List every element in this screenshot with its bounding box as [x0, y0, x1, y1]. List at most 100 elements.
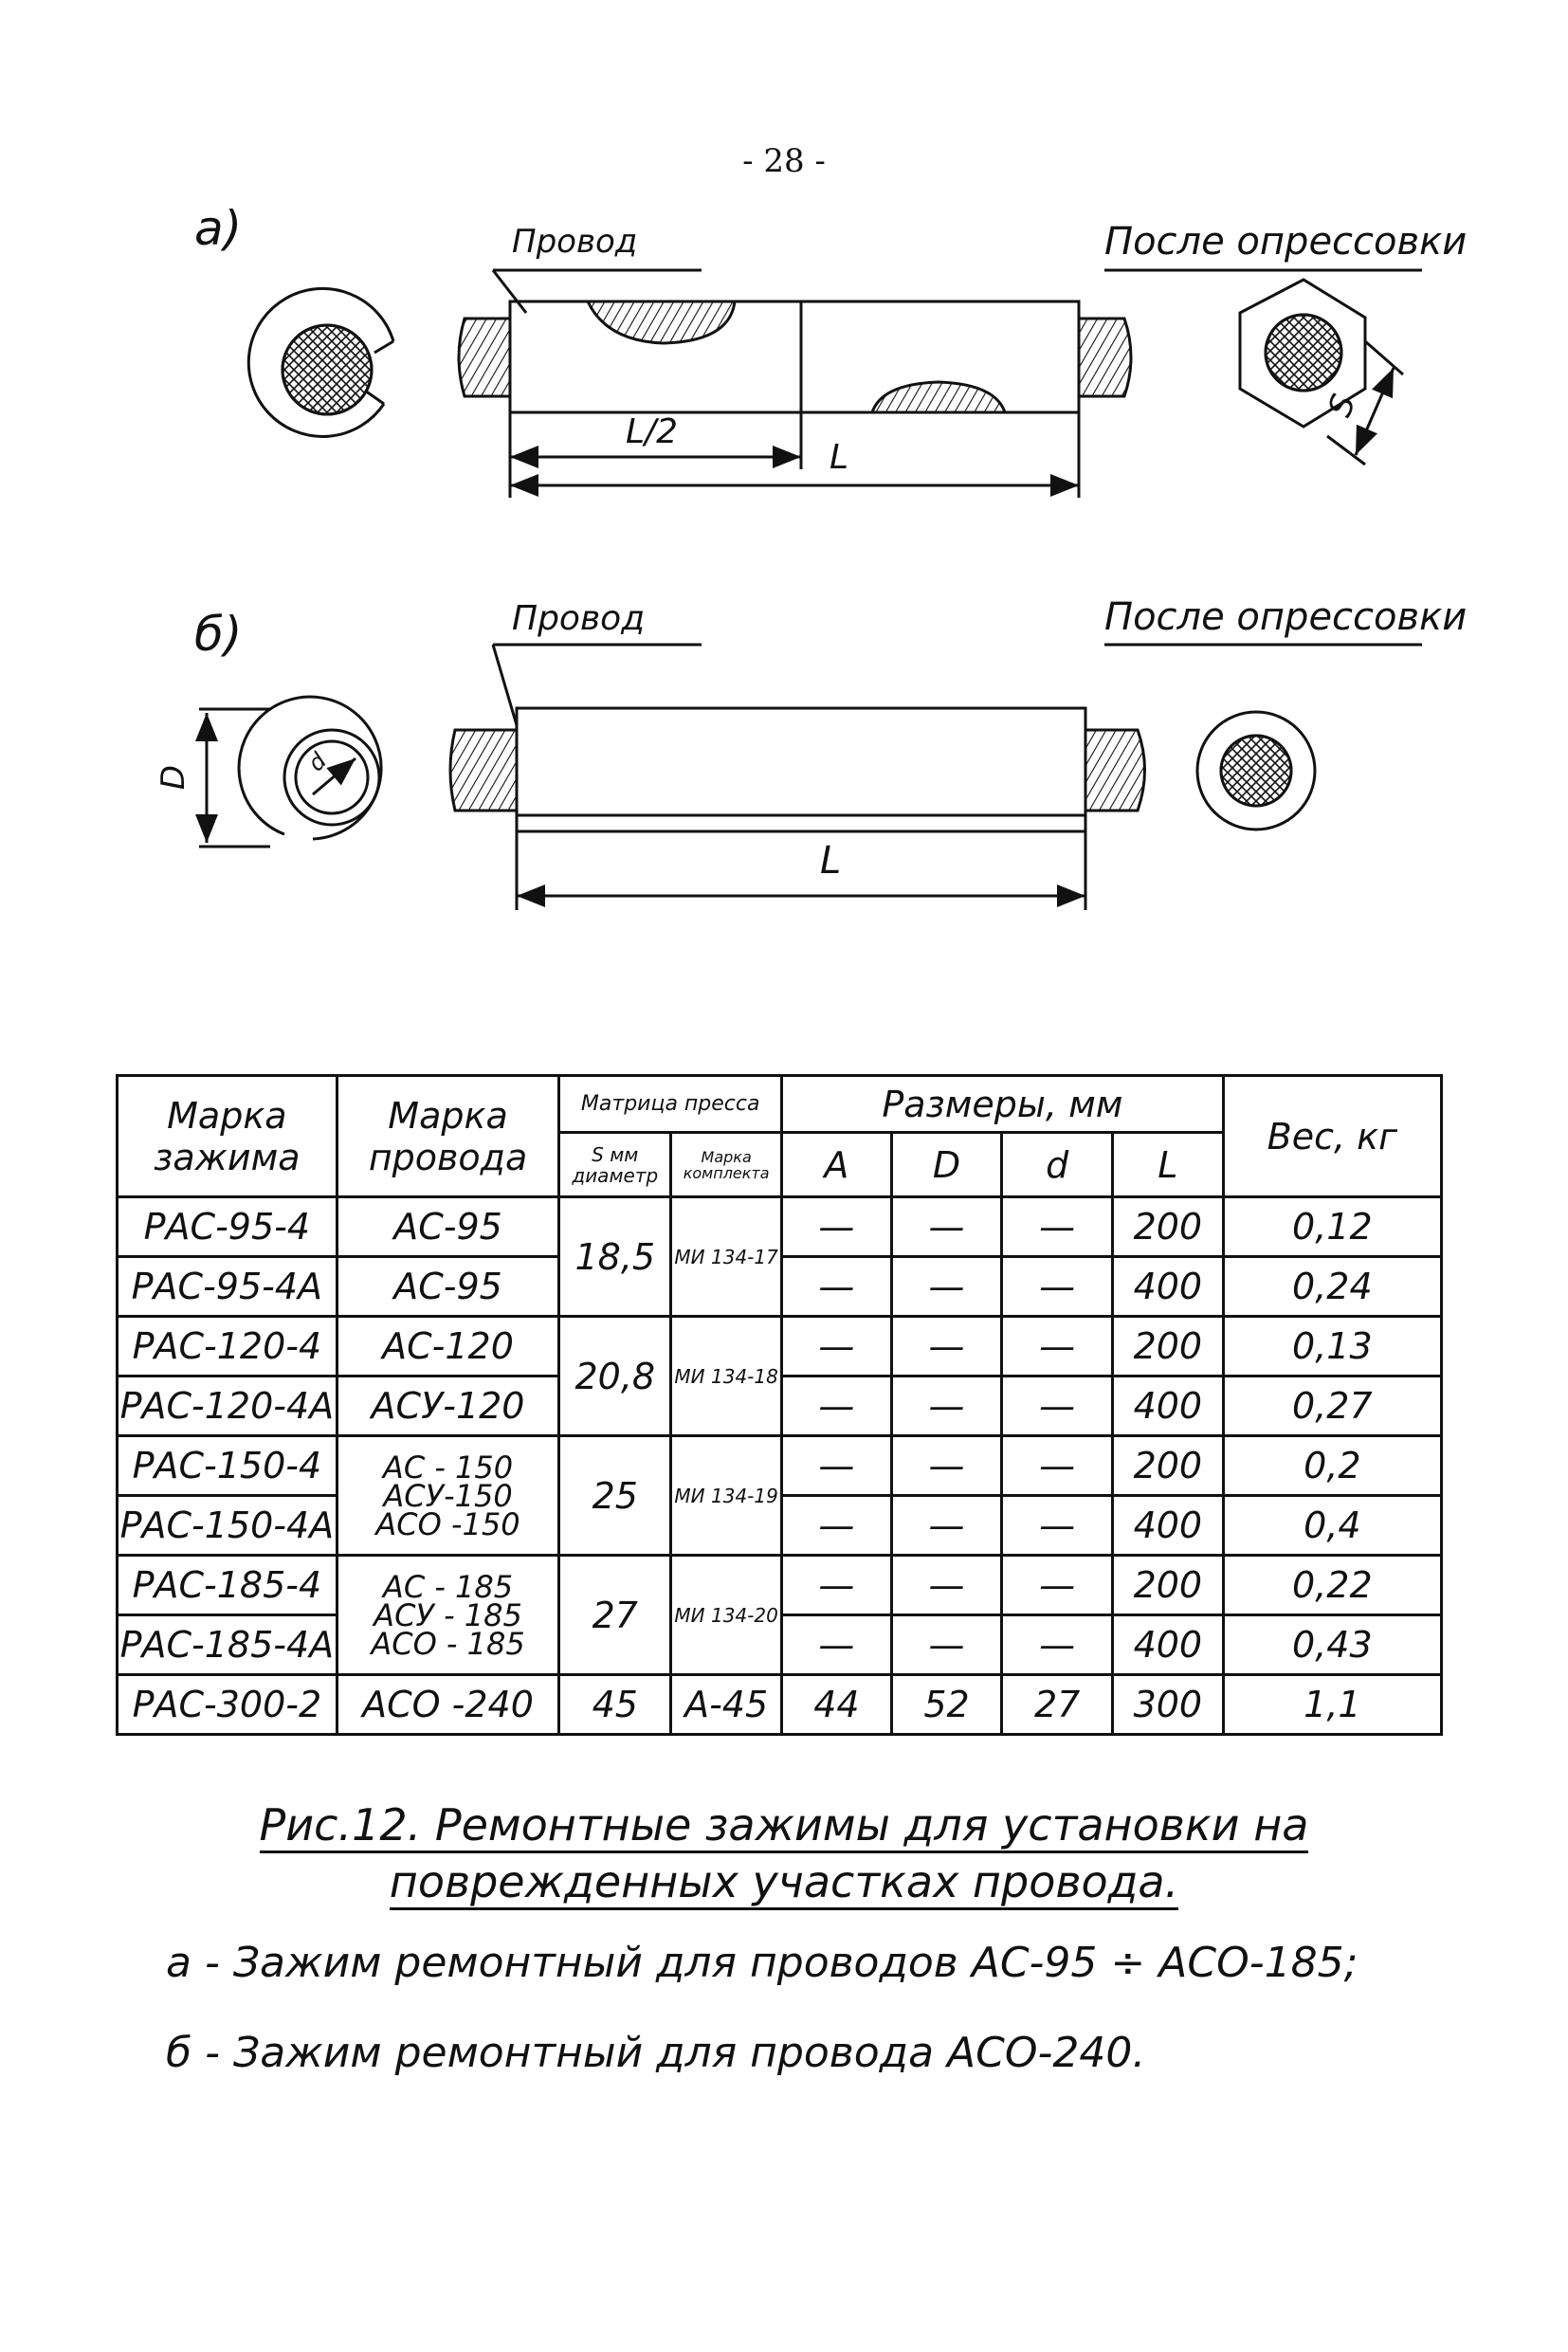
table-cell-d: — — [1000, 1195, 1114, 1258]
table-cell-clamp: РАС-95-4А — [116, 1255, 338, 1318]
note-a: а - Зажим ремонтный для проводов АС-95 ÷… — [166, 1939, 1358, 1987]
fig-b-cross-section — [195, 695, 383, 848]
table-cell-weight: 0,12 — [1221, 1195, 1444, 1258]
table-cell-D: — — [889, 1554, 1004, 1616]
wire-acu-185: АСУ - 185 — [374, 1596, 522, 1633]
wire-aco-150: АСО -150 — [375, 1505, 520, 1542]
table-cell-d: — — [1000, 1375, 1114, 1437]
table-cell-weight: 0,4 — [1221, 1494, 1444, 1557]
fig-b-wire-label: Провод — [512, 599, 646, 638]
table-cell-wire: АСУ-120 — [335, 1375, 561, 1437]
fig-a-dim-half: L/2 — [626, 412, 679, 451]
table-cell-d: — — [1000, 1494, 1114, 1557]
table-cell-weight: 0,43 — [1221, 1614, 1444, 1676]
table-cell-D: — — [889, 1434, 1004, 1497]
table-cell-weight: 0,13 — [1221, 1315, 1444, 1377]
table-cell-L: 400 — [1110, 1614, 1225, 1676]
table-cell-a: — — [780, 1614, 893, 1676]
table-cell-wire-group: АС - 150 АСУ-150 АСО -150 — [335, 1434, 561, 1557]
table-cell-D: — — [889, 1614, 1004, 1676]
table-cell-matrix-kit: А-45 — [669, 1673, 784, 1736]
table-cell-d: — — [1000, 1434, 1114, 1497]
table-cell-a: — — [780, 1494, 893, 1557]
figure-caption: Рис.12. Ремонтные зажимы для установки н… — [0, 1796, 1568, 1910]
table-cell-L: 400 — [1110, 1255, 1225, 1318]
table-cell-matrix-s: 27 — [557, 1554, 673, 1676]
table-cell-clamp: РАС-120-4А — [116, 1375, 338, 1437]
table-cell-d: — — [1000, 1255, 1114, 1318]
table-cell-a: — — [780, 1255, 893, 1318]
table-cell-a: 44 — [780, 1673, 893, 1736]
table-cell-matrix-s: 20,8 — [557, 1315, 673, 1437]
table-cell-d: — — [1000, 1554, 1114, 1616]
table-cell-matrix-kit: МИ 134-19 — [669, 1434, 784, 1557]
table-cell-d: — — [1000, 1614, 1114, 1676]
table-cell-clamp: РАС-185-4А — [116, 1614, 338, 1676]
th-clamp: Марка зажима — [116, 1074, 338, 1198]
table-cell-weight: 0,27 — [1221, 1375, 1444, 1437]
table-cell-D: — — [889, 1195, 1004, 1258]
table-cell-a: — — [780, 1195, 893, 1258]
table-cell-wire: АС-95 — [335, 1255, 561, 1318]
table-cell-clamp: РАС-300-2 — [116, 1673, 338, 1736]
fig-b-letter: б) — [194, 607, 243, 662]
th-a: А — [780, 1131, 893, 1198]
table-cell-weight: 0,22 — [1221, 1554, 1444, 1616]
wire-acu-150: АСУ-150 — [383, 1477, 513, 1514]
page-number: - 28 - — [742, 142, 826, 180]
table-cell-clamp: РАС-150-4А — [116, 1494, 338, 1557]
table-cell-weight: 0,2 — [1221, 1434, 1444, 1497]
table-cell-D: — — [889, 1375, 1004, 1437]
table-cell-matrix-s: 25 — [557, 1434, 673, 1557]
table-cell-matrix-kit: МИ 134-17 — [669, 1195, 784, 1318]
table-cell-a: — — [780, 1375, 893, 1437]
table-cell-L: 200 — [1110, 1554, 1225, 1616]
table-cell-matrix-kit: МИ 134-18 — [669, 1315, 784, 1437]
th-L: L — [1110, 1131, 1225, 1198]
table-cell-L: 300 — [1110, 1673, 1225, 1736]
th-d: d — [1000, 1131, 1114, 1198]
th-matrix-kit: Марка комплекта — [669, 1131, 784, 1198]
fig-a-dim-full: L — [830, 438, 849, 477]
fig-a-wire-label: Провод — [512, 223, 638, 261]
fig-b-dim-d-outer: D — [155, 764, 193, 791]
table-cell-matrix-s: 45 — [557, 1673, 673, 1736]
table-cell-wire-group: АС - 185 АСУ - 185 АСО - 185 — [335, 1554, 561, 1676]
fig-b-dim-full: L — [820, 839, 842, 883]
table-cell-a: — — [780, 1315, 893, 1377]
table-cell-a: — — [780, 1554, 893, 1616]
fig-a-clamp-body — [457, 268, 1133, 498]
table-cell-wire: АСО -240 — [335, 1673, 561, 1736]
fig-a-after-label: После опрессовки — [1104, 220, 1468, 264]
table-cell-weight: 0,24 — [1221, 1255, 1444, 1318]
table-cell-weight: 1,1 — [1221, 1673, 1444, 1736]
fig-b-clamp-body — [448, 643, 1146, 910]
repair-clamp-table: Марка зажима Марка провода Матрица пресс… — [116, 1074, 1444, 1736]
table-cell-D: — — [889, 1494, 1004, 1557]
table-cell-matrix-kit: МИ 134-20 — [669, 1554, 784, 1676]
th-wire: Марка провода — [335, 1074, 561, 1198]
fig-b-after-label: После опрессовки — [1104, 595, 1468, 639]
table-cell-L: 200 — [1110, 1434, 1225, 1497]
wire-ac-185: АС - 185 — [382, 1568, 514, 1605]
table-cell-D: — — [889, 1255, 1004, 1318]
th-D: D — [889, 1131, 1004, 1198]
caption-line-1: Рис.12. Ремонтные зажимы для установки н… — [259, 1799, 1309, 1853]
table-cell-d: — — [1000, 1315, 1114, 1377]
table-cell-clamp: РАС-185-4 — [116, 1554, 338, 1616]
th-matrix-s: S мм диаметр — [557, 1131, 673, 1198]
table-cell-L: 200 — [1110, 1195, 1225, 1258]
table-cell-L: 400 — [1110, 1494, 1225, 1557]
table-cell-L: 400 — [1110, 1375, 1225, 1437]
table-cell-a: — — [780, 1434, 893, 1497]
table-cell-clamp: РАС-150-4 — [116, 1434, 338, 1497]
table-cell-clamp: РАС-120-4 — [116, 1315, 338, 1377]
wire-ac-150: АС - 150 — [382, 1449, 514, 1486]
fig-a-letter: а) — [194, 201, 243, 256]
note-b: б - Зажим ремонтный для провода АСО-240. — [166, 2029, 1146, 2077]
fig-a-cross-section — [246, 286, 395, 438]
table-cell-wire: АС-95 — [335, 1195, 561, 1258]
th-weight: Вес, кг — [1221, 1074, 1444, 1198]
caption-line-2: поврежденных участках провода. — [389, 1856, 1179, 1910]
table-cell-matrix-s: 18,5 — [557, 1195, 673, 1318]
